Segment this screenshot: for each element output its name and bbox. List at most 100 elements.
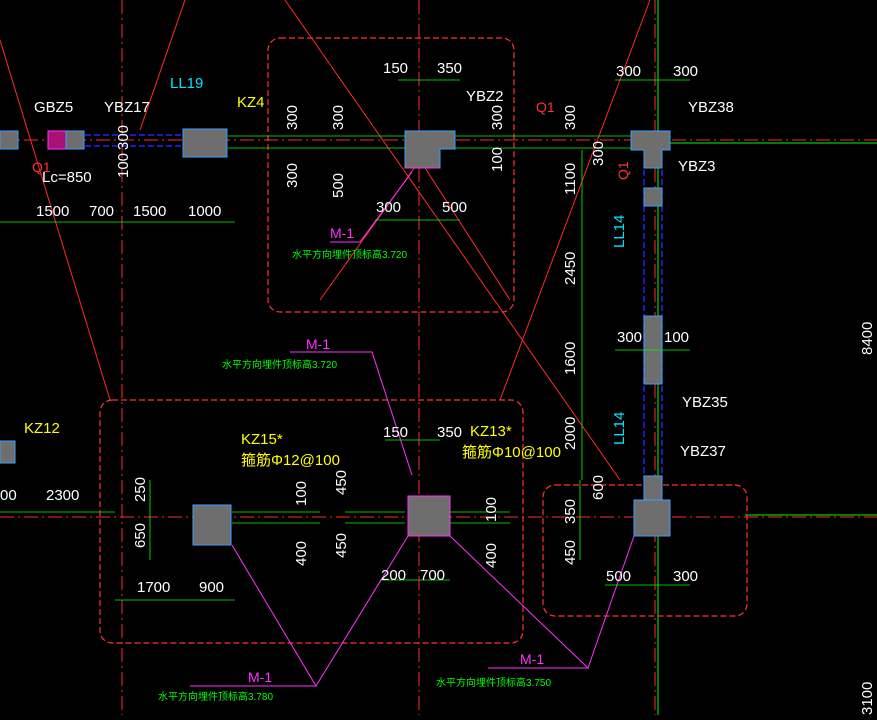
dim-100-r: 100 bbox=[489, 147, 506, 172]
leader-m1-a bbox=[330, 171, 413, 243]
column-ybz3[interactable] bbox=[643, 187, 663, 207]
dim-300-c2: 300 bbox=[284, 163, 301, 188]
column-ybz38[interactable] bbox=[630, 130, 671, 169]
label-ll14-a: LL14 bbox=[611, 215, 628, 248]
diagonal-3 bbox=[499, 0, 651, 401]
dim-100-k: 100 bbox=[293, 481, 310, 506]
label-q1-a: Q1 bbox=[32, 159, 51, 175]
dim-300-r2: 300 bbox=[562, 105, 579, 130]
label-m1-a: M-1 bbox=[330, 225, 354, 241]
dim-300-m: 300 bbox=[617, 329, 642, 346]
column-ybz2[interactable] bbox=[404, 130, 456, 169]
dim-300-c1: 300 bbox=[284, 105, 301, 130]
dim-300-br: 300 bbox=[673, 568, 698, 585]
label-ll14-b: LL14 bbox=[611, 412, 628, 445]
label-ybz2: YBZ2 bbox=[466, 88, 504, 105]
diagonal-6 bbox=[139, 0, 186, 131]
column-kz13[interactable] bbox=[407, 495, 451, 537]
label-kz15: KZ15* bbox=[241, 431, 283, 448]
column-kz12[interactable] bbox=[0, 440, 16, 464]
dim-300-c3: 300 bbox=[330, 105, 347, 130]
door-leaders bbox=[190, 167, 635, 687]
dim-250: 250 bbox=[132, 477, 149, 502]
column-gbz5[interactable] bbox=[0, 130, 19, 150]
dim-100-left: 100 bbox=[115, 153, 132, 178]
dim-1500-b: 1500 bbox=[133, 203, 166, 220]
dim-100-k2: 100 bbox=[483, 497, 500, 522]
dim-700-k: 700 bbox=[420, 567, 445, 584]
leader-m1-c2 bbox=[315, 535, 409, 687]
dim-150-top: 150 bbox=[383, 60, 408, 77]
dim-1500-a: 1500 bbox=[36, 203, 69, 220]
label-q1-c: Q1 bbox=[615, 161, 631, 180]
dim-300-r1: 300 bbox=[489, 105, 506, 130]
diagonal-2 bbox=[284, 0, 621, 481]
label-ybz17: YBZ17 bbox=[104, 99, 150, 116]
dim-650: 650 bbox=[132, 523, 149, 548]
label-gbz5: GBZ5 bbox=[34, 99, 73, 116]
label-m1-b: M-1 bbox=[306, 336, 330, 352]
note-c: 水平方向埋件顶标高3.780 bbox=[158, 690, 273, 703]
dim-100-m: 100 bbox=[664, 329, 689, 346]
diagonal-lines bbox=[0, 0, 651, 481]
note-a: 水平方向埋件顶标高3.720 bbox=[292, 248, 407, 261]
dim-500-br: 500 bbox=[606, 568, 631, 585]
label-lc: Lc=850 bbox=[42, 169, 92, 186]
dim-600: 600 bbox=[590, 475, 607, 500]
dim-2300: 2300 bbox=[46, 487, 79, 504]
label-ll19: LL19 bbox=[170, 75, 203, 92]
column-ybz37[interactable] bbox=[633, 499, 671, 537]
dim-300-tr2: 300 bbox=[673, 63, 698, 80]
column-kz15[interactable] bbox=[192, 504, 232, 546]
label-kz4: KZ4 bbox=[237, 94, 265, 111]
column-hatch[interactable] bbox=[47, 130, 67, 150]
dimension-lines bbox=[0, 79, 690, 601]
dim-1100: 1100 bbox=[562, 163, 579, 195]
cloud-bottom-left bbox=[99, 399, 524, 644]
dim-400-k: 400 bbox=[293, 541, 310, 566]
label-ybz3: YBZ3 bbox=[678, 158, 716, 175]
dim-200-k: 200 bbox=[381, 567, 406, 584]
label-kz13-hoop: 箍筋Φ10@100 bbox=[462, 444, 561, 461]
dim-500-c: 500 bbox=[330, 173, 347, 198]
dim-300-tr1: 300 bbox=[616, 63, 641, 80]
column-ybz17[interactable] bbox=[65, 130, 85, 150]
columns bbox=[0, 128, 671, 546]
note-d: 水平方向埋件顶标高3.750 bbox=[436, 676, 551, 689]
diagonal-5 bbox=[419, 159, 511, 301]
dim-350-top: 350 bbox=[437, 60, 462, 77]
dim-450-k2: 450 bbox=[333, 533, 350, 558]
dim-2000: 2000 bbox=[562, 417, 579, 450]
dim-500-below: 500 bbox=[442, 199, 467, 216]
leader-m1-d2 bbox=[587, 535, 635, 669]
edge-text-8400: 8400 bbox=[859, 322, 876, 355]
dim-450-k1: 450 bbox=[333, 470, 350, 495]
label-q1-b: Q1 bbox=[536, 99, 555, 115]
note-b: 水平方向埋件顶标高3.720 bbox=[222, 358, 337, 371]
dim-350-k: 350 bbox=[437, 424, 462, 441]
label-m1-d: M-1 bbox=[520, 651, 544, 667]
dim-300-r3: 300 bbox=[590, 141, 607, 166]
label-kz15-hoop: 箍筋Φ12@100 bbox=[241, 452, 340, 469]
cloud-top-center bbox=[267, 37, 515, 313]
dim-300-below: 300 bbox=[376, 199, 401, 216]
dim-150-k: 150 bbox=[383, 424, 408, 441]
dim-700-a: 700 bbox=[89, 203, 114, 220]
dim-300-left: 300 bbox=[115, 125, 132, 150]
column-ybz37-top[interactable] bbox=[643, 475, 663, 501]
edge-text-3100: 3100 bbox=[859, 682, 876, 715]
dim-1600: 1600 bbox=[562, 342, 579, 375]
dim-1000: 1000 bbox=[188, 203, 221, 220]
dim-450-r: 450 bbox=[562, 540, 579, 565]
label-kz12: KZ12 bbox=[24, 420, 60, 437]
label-m1-c: M-1 bbox=[248, 669, 272, 685]
label-ybz37: YBZ37 bbox=[680, 443, 726, 460]
leader-m1-b bbox=[290, 351, 413, 476]
column-kz4[interactable] bbox=[182, 128, 228, 158]
dim-350-r: 350 bbox=[562, 499, 579, 524]
dim-1700: 1700 bbox=[137, 579, 170, 596]
label-ybz38: YBZ38 bbox=[688, 99, 734, 116]
dim-00: 00 bbox=[0, 487, 17, 504]
